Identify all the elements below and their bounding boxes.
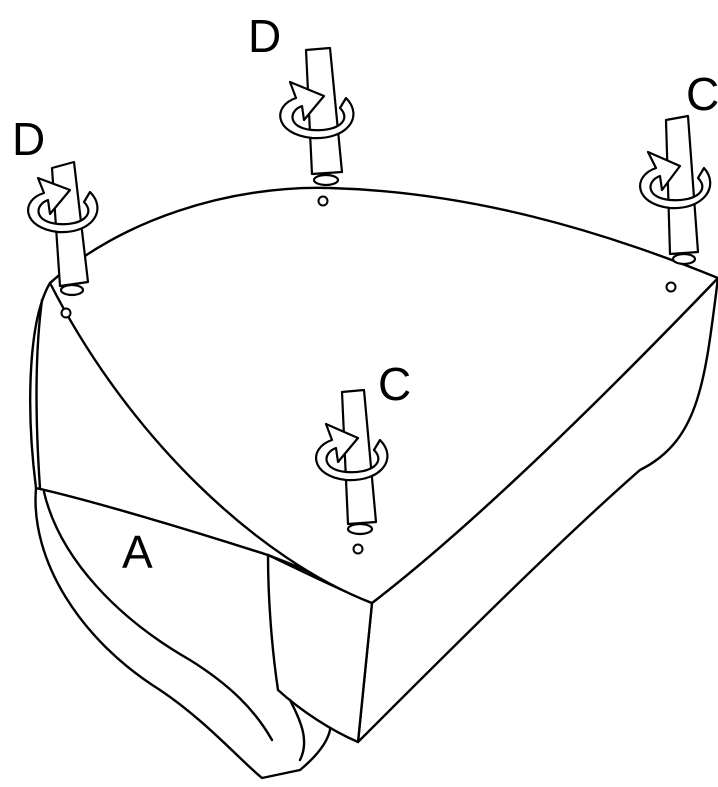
screw-tip (312, 173, 340, 187)
screw-hole-icon (60, 307, 72, 319)
label-d-top: D (248, 10, 281, 62)
label-d-left: D (12, 113, 45, 165)
screw-tip (59, 283, 85, 297)
top-surface (48, 186, 718, 605)
ottoman-body (29, 186, 718, 780)
front-fold (288, 698, 306, 762)
leg-c-right (639, 114, 712, 266)
skirt-fold (42, 490, 274, 742)
label-c-right: C (686, 68, 718, 120)
rotate-arrow-icon (639, 150, 712, 210)
leg-d-left (27, 160, 99, 297)
rotate-arrow-icon (27, 176, 99, 234)
label-c-center: C (378, 358, 411, 410)
screw-hole-icon (317, 195, 329, 207)
rotate-arrow-icon (279, 80, 355, 140)
rotate-arrow-icon (315, 422, 389, 482)
screw-holes (60, 195, 677, 555)
leg-d-top (279, 46, 355, 187)
screw-hole-icon (665, 281, 677, 293)
leg-body (664, 114, 700, 256)
leg-c-center (315, 388, 389, 536)
screw-hole-icon (352, 543, 364, 555)
screw-tip (671, 252, 697, 266)
inner-edge (35, 298, 44, 490)
screw-tip (346, 522, 374, 536)
label-part-a: A (122, 526, 153, 578)
labels: D D C C A (12, 10, 718, 578)
